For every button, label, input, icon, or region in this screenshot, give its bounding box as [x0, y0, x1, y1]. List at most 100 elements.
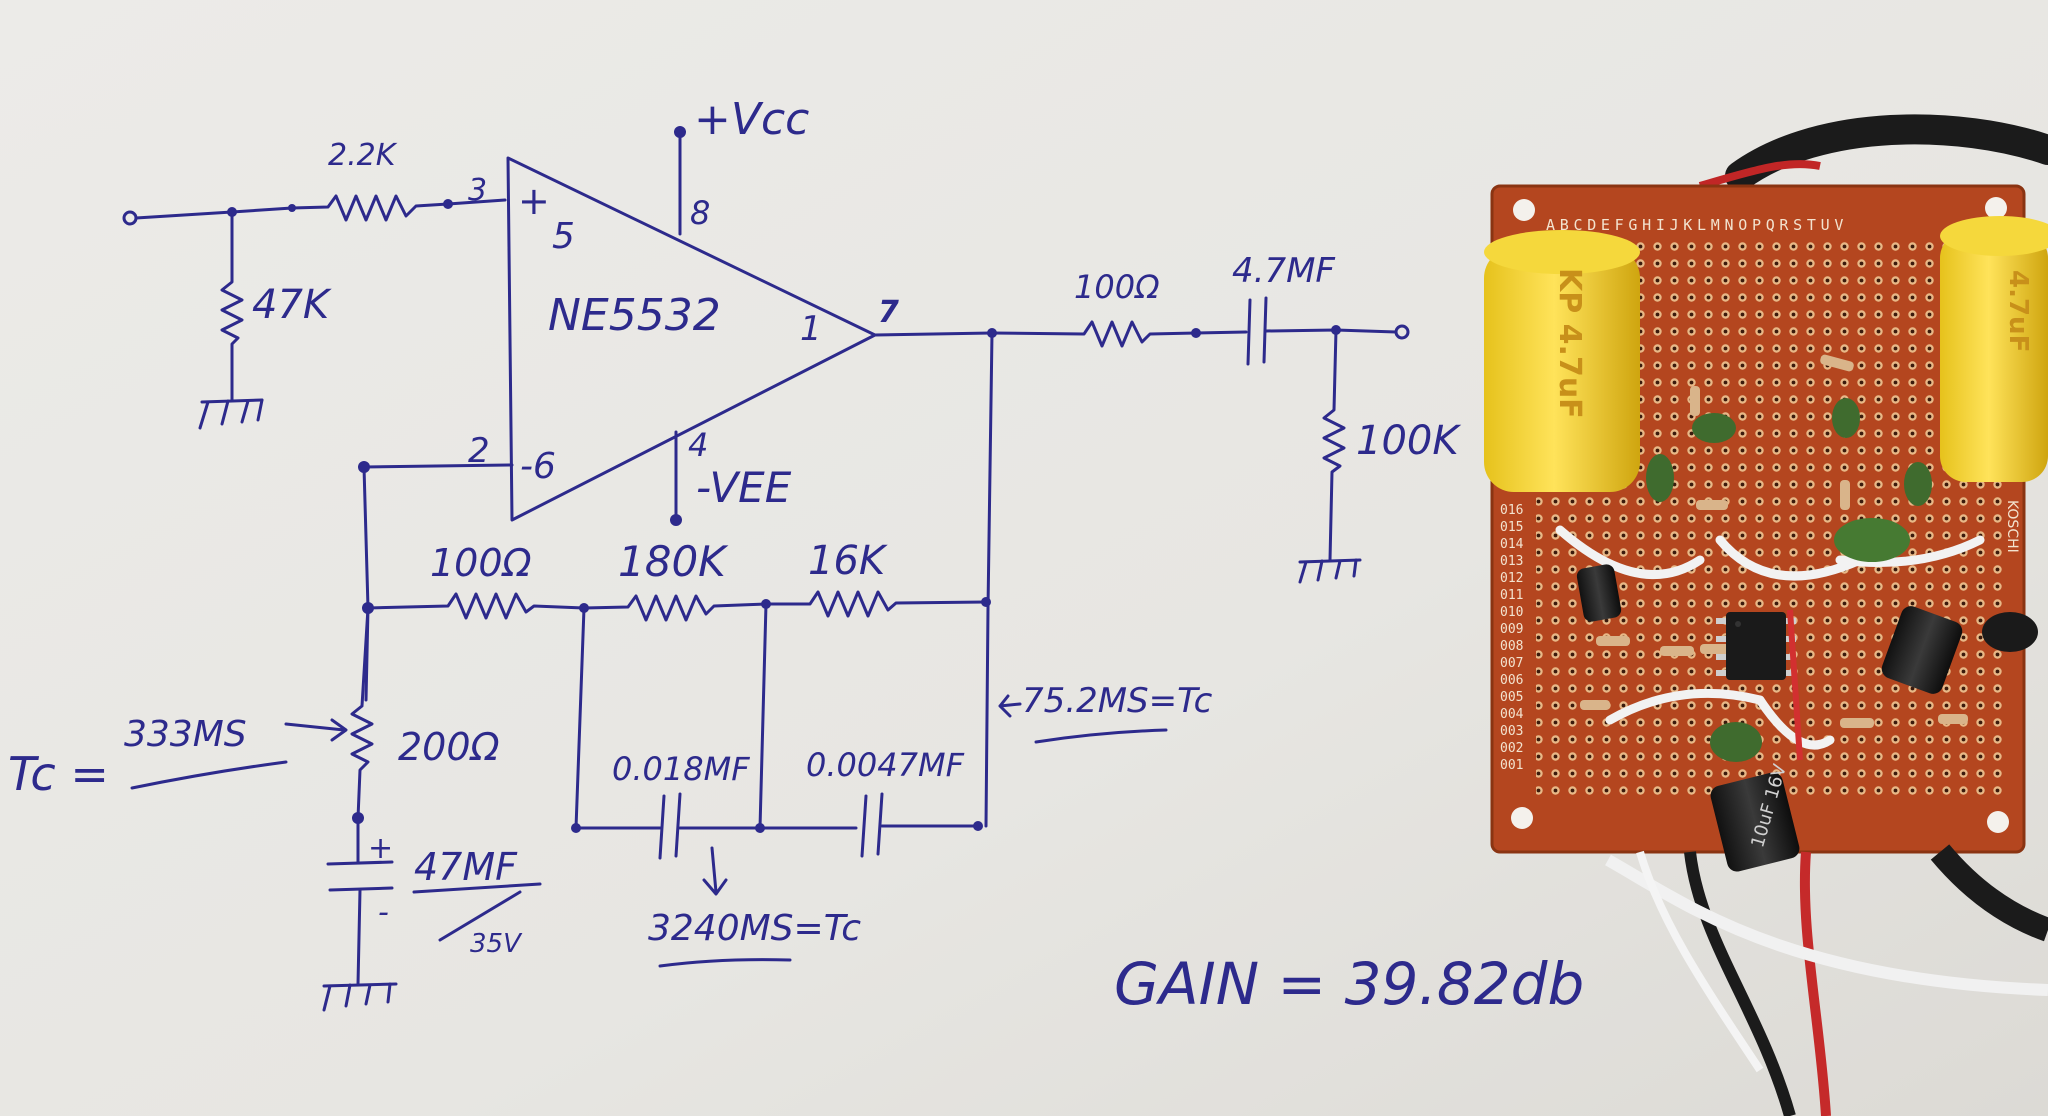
label-47mf: 47MF — [414, 845, 518, 889]
fb-cap-left-rail — [574, 606, 586, 830]
svg-text:010: 010 — [1500, 605, 1523, 620]
resistor-47k — [220, 210, 244, 402]
vcc-terminal — [674, 126, 686, 138]
svg-text:012: 012 — [1500, 571, 1523, 586]
vee-terminal — [670, 514, 682, 526]
label-fb-180k: 180K — [618, 537, 729, 586]
pin-minus-6-label: -6 — [520, 446, 556, 487]
capacitor-fb-0-018 — [658, 792, 682, 860]
tc-mid-label: 3240MS=Tc — [648, 908, 861, 949]
svg-text:015: 015 — [1500, 520, 1523, 535]
svg-text:KP 4.7uF: KP 4.7uF — [1552, 268, 1587, 419]
resistor-200 — [350, 606, 374, 820]
wire-red-top — [1698, 160, 1821, 190]
mount-hole — [1511, 807, 1533, 829]
resistor-100k — [1322, 328, 1346, 562]
junction-dot — [443, 199, 453, 209]
board-yellow-cap-left: KP 4.7uF — [1484, 230, 1640, 492]
pin-5-label: 5 — [552, 216, 575, 257]
resistor-2-2k — [290, 194, 507, 222]
pin-1-label: 1 — [800, 309, 822, 349]
jumper-wire — [1605, 688, 1765, 725]
label-100k: 100K — [1356, 418, 1461, 464]
schematic: 2.2K 47K NE5532 3 + 5 2 -6 1 7 +Vcc 8 4 … — [8, 94, 1584, 1018]
svg-text:013: 013 — [1500, 554, 1523, 569]
tc-right-underline — [1034, 728, 1168, 744]
svg-text:001: 001 — [1500, 758, 1523, 773]
mount-hole — [1985, 197, 2007, 219]
cable-bottom-black — [1684, 851, 1796, 1116]
tc-left-arrow — [284, 718, 348, 742]
svg-text:006: 006 — [1500, 673, 1523, 688]
label-fb-0-0047: 0.0047MF — [806, 746, 965, 784]
opamp-name: NE5532 — [548, 290, 721, 341]
pin-3-label: 3 — [468, 173, 487, 208]
pin-4-label: 4 — [688, 426, 708, 464]
resistor-fb-16k — [764, 590, 988, 618]
resistor-output-100 — [990, 320, 1248, 348]
resistor-fb-100 — [366, 592, 586, 620]
cable-top — [1725, 114, 2048, 191]
tc-right-label: 75.2MS=Tc — [1022, 681, 1213, 721]
cable-bottom-white-2 — [1636, 850, 1764, 1073]
pin-7-label: 7 — [878, 295, 899, 330]
svg-text:003: 003 — [1500, 724, 1523, 739]
jumper-wire — [1555, 525, 1705, 579]
label-fb-100: 100Ω — [430, 541, 532, 585]
board-side-text: KOSCHI — [2004, 500, 2020, 553]
board-green-caps — [1646, 398, 1932, 762]
label-47mf-slash — [438, 890, 522, 942]
output-terminal — [1394, 324, 1410, 340]
svg-text:004: 004 — [1500, 707, 1524, 722]
cable-bottom-red — [1799, 851, 1831, 1116]
junction-dot — [1191, 328, 1201, 338]
label-35v: 35V — [470, 929, 523, 959]
cable-bottom-white — [1605, 854, 2048, 996]
output-wire — [873, 331, 994, 337]
pin-8-label: 8 — [690, 194, 710, 232]
vee-label: -VEE — [696, 463, 792, 512]
tc-right-arrow — [998, 694, 1022, 718]
cap-plus-label: + — [368, 831, 393, 866]
svg-text:008: 008 — [1500, 639, 1523, 654]
svg-text:009: 009 — [1500, 622, 1523, 637]
cap-minus-label: - — [378, 895, 389, 930]
jumper-wire — [1715, 535, 1865, 581]
pin-plus-label: + — [518, 179, 550, 223]
svg-text:4.7uF: 4.7uF — [2003, 270, 2033, 352]
cable-bottom-right — [1930, 844, 2048, 942]
ground-symbol — [1298, 558, 1362, 584]
label-200: 200Ω — [398, 725, 500, 769]
svg-text:005: 005 — [1500, 690, 1523, 705]
label-47k: 47K — [252, 282, 332, 328]
perfboard: ABCDEFGHIJKLMNOPQRSTUV 016 015 014 013 0… — [1484, 114, 2048, 1116]
feedback-rail-right — [984, 331, 994, 828]
cap-ground-wire — [356, 888, 362, 986]
label-fb-0-018: 0.018MF — [612, 750, 750, 788]
label-output-cap: 4.7MF — [1232, 251, 1335, 291]
label-fb-16k: 16K — [808, 538, 888, 584]
board-row-labels: 016 015 014 013 012 011 010 009 008 007 … — [1500, 503, 1524, 773]
mount-hole — [1513, 199, 1535, 221]
pin-2-label: 2 — [468, 431, 490, 471]
fb-cap-mid-rail — [758, 602, 768, 830]
vcc-label: +Vcc — [694, 94, 809, 145]
label-output-100: 100Ω — [1074, 268, 1160, 306]
svg-text:016: 016 — [1500, 503, 1523, 518]
svg-text:011: 011 — [1500, 588, 1523, 603]
tc-mid-underline — [658, 958, 792, 968]
jumper-wire — [1835, 535, 1985, 567]
board-column-letters: ABCDEFGHIJKLMNOPQRSTUV — [1546, 216, 1848, 234]
gain-label: GAIN = 39.82db — [1114, 950, 1584, 1018]
ground-symbol — [322, 982, 398, 1012]
svg-text:014: 014 — [1500, 537, 1524, 552]
svg-text:007: 007 — [1500, 656, 1523, 671]
tc-left-label: Tc = — [8, 747, 109, 801]
label-2-2k: 2.2K — [328, 138, 398, 173]
mount-hole — [1987, 811, 2009, 833]
capacitor-fb-0-0047 — [860, 792, 884, 858]
label-47mf-underline — [412, 882, 542, 894]
tc-mid-arrow — [702, 846, 728, 896]
